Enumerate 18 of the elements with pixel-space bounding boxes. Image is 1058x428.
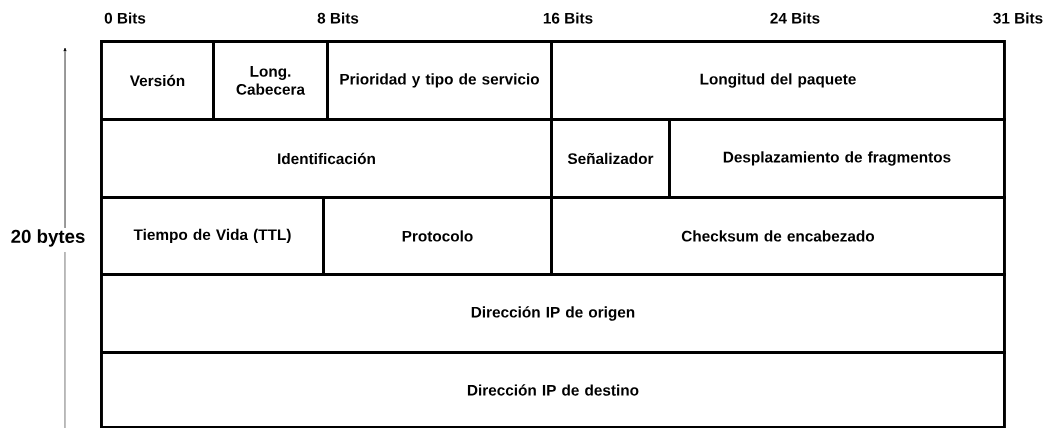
field-cell: Versión [100, 40, 215, 121]
field-cell: Longitud del paquete [550, 40, 1006, 121]
field-cell: Dirección IP de origen [100, 273, 1006, 354]
field-cell: Tiempo de Vida (TTL) [100, 196, 325, 276]
dimension-label: 20 bytes [11, 229, 85, 247]
field-cell: Prioridad y tipo de servicio [326, 40, 553, 121]
field-cell: Protocolo [322, 196, 553, 276]
bit-label: 24 Bits [770, 12, 820, 24]
bit-label: 16 Bits [543, 12, 593, 24]
bit-label: 8 Bits [317, 12, 359, 24]
field-cell: Identificación [100, 118, 553, 199]
field-cell: Señalizador [550, 118, 671, 199]
bit-label: 31 Bits [993, 12, 1043, 24]
field-cell: Desplazamiento de fragmentos [668, 118, 1006, 199]
bit-label: 0 Bits [104, 12, 146, 24]
field-cell: Dirección IP de destino [100, 351, 1006, 428]
field-cell: Checksum de encabezado [550, 196, 1006, 276]
field-cell: Long. Cabecera [212, 40, 329, 121]
